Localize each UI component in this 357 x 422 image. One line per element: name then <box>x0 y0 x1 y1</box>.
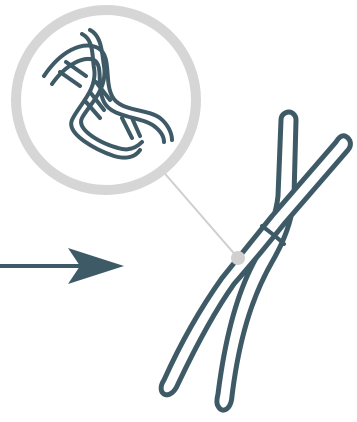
leader-line <box>160 168 238 258</box>
magnifier-callout <box>16 10 196 190</box>
magnifier-ring <box>16 10 196 190</box>
chromosome-icon <box>161 112 350 410</box>
focus-dot <box>231 251 245 265</box>
arrow-right-icon <box>0 248 124 284</box>
